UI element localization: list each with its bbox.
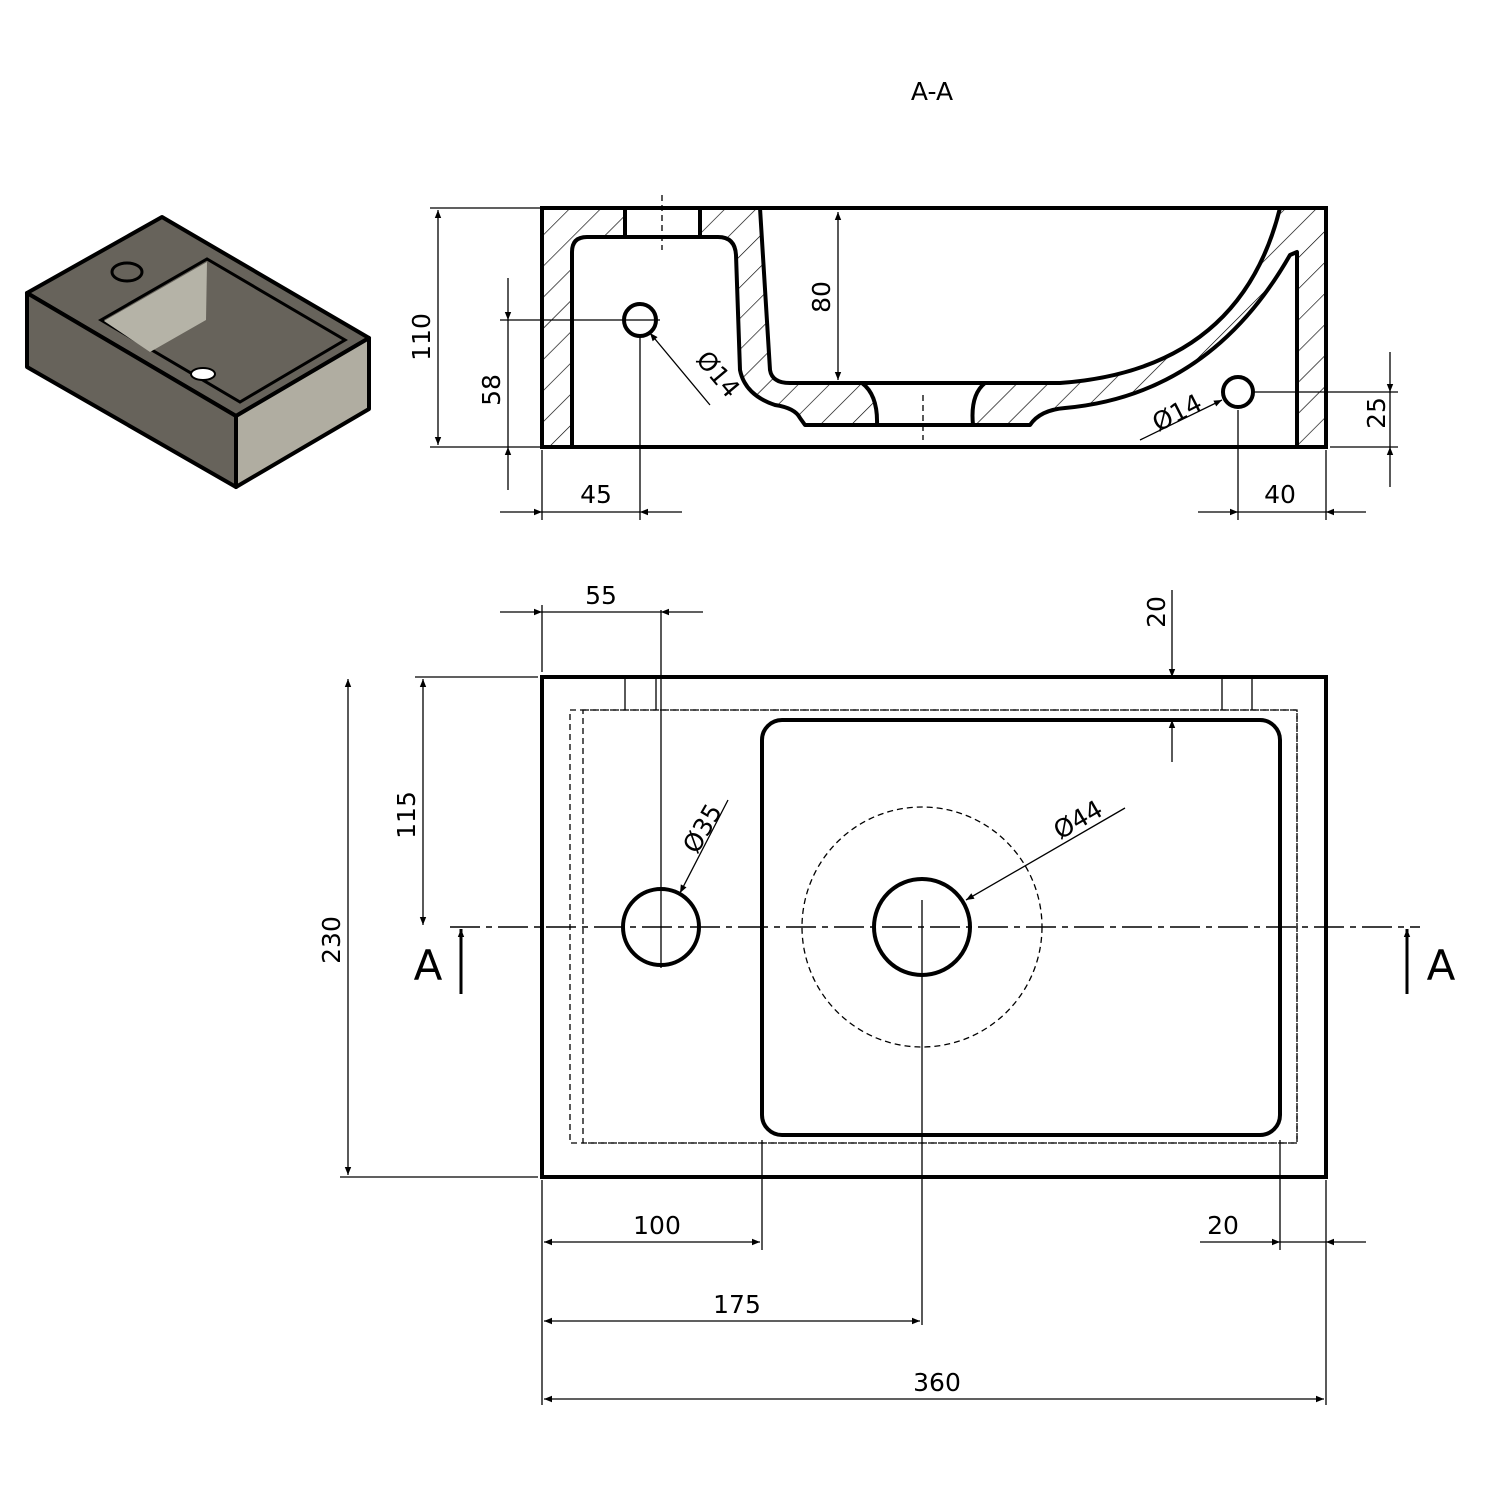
dim-25: 25 xyxy=(1362,397,1391,429)
dim-230: 230 xyxy=(317,916,346,964)
section-marker-left: A xyxy=(414,941,443,990)
basin-cavity xyxy=(758,206,1282,385)
underside-cavity xyxy=(570,235,1299,449)
tap-slot xyxy=(623,206,702,239)
dim-45: 45 xyxy=(580,480,612,509)
dim-175: 175 xyxy=(713,1290,761,1319)
iso-right-face xyxy=(234,336,371,489)
drain-opening xyxy=(860,381,987,427)
isometric-view xyxy=(25,215,371,489)
section-view: A-A 110 58 45 80 Ø14 Ø14 xyxy=(407,77,1398,520)
dim-40: 40 xyxy=(1264,480,1296,509)
dim-100: 100 xyxy=(633,1211,681,1240)
right-hole xyxy=(1221,375,1255,409)
dim-55: 55 xyxy=(585,581,617,610)
section-marker-right: A xyxy=(1427,941,1456,990)
iso-basin-wall xyxy=(104,262,207,352)
dim-20-right: 20 xyxy=(1207,1211,1239,1240)
dim-80: 80 xyxy=(807,281,836,313)
section-outline xyxy=(540,206,1328,449)
dim-360: 360 xyxy=(913,1368,961,1397)
dim-20-top: 20 xyxy=(1142,596,1171,628)
dim-115: 115 xyxy=(392,791,421,839)
dim-58: 58 xyxy=(477,374,506,406)
dim-drain-dia: Ø44 xyxy=(1049,794,1108,845)
iso-drain-hole xyxy=(190,367,216,381)
dim-110: 110 xyxy=(407,313,436,361)
section-title: A-A xyxy=(911,77,953,106)
iso-tap-hole xyxy=(110,261,144,283)
dim-tap-hole-dia: Ø35 xyxy=(677,799,728,858)
plan-view: A A 55 20 115 230 Ø35 Ø44 100 20 175 xyxy=(317,581,1456,1405)
